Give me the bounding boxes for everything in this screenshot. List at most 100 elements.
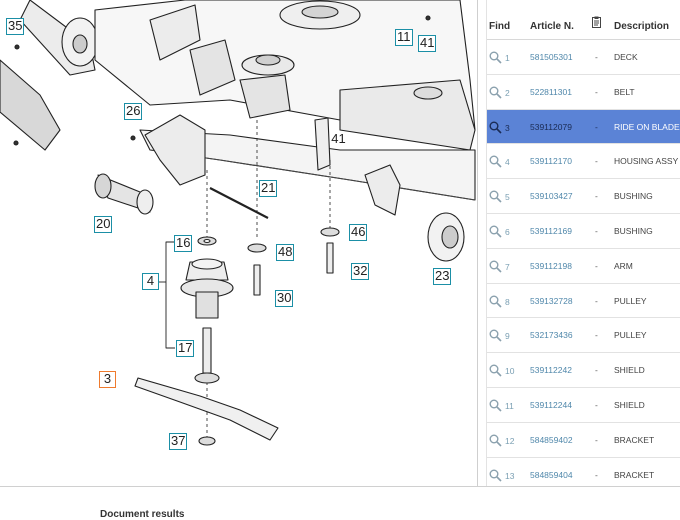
table-row-10[interactable]: 10 539112242 - SHIELD: [487, 353, 680, 388]
quantity: -: [595, 156, 598, 167]
article-number-link[interactable]: 539112244: [530, 399, 572, 410]
callout-48[interactable]: 48: [276, 244, 295, 261]
callout-11[interactable]: 11: [395, 29, 413, 46]
callout-17[interactable]: 17: [176, 340, 195, 357]
magnifier-icon[interactable]: [489, 51, 502, 64]
part-description: RIDE ON BLADE: [614, 121, 680, 132]
callout-30[interactable]: 30: [275, 290, 294, 307]
quantity: -: [595, 52, 598, 62]
magnifier-icon[interactable]: [489, 295, 502, 308]
document-results-heading: Document results: [100, 509, 185, 520]
quantity: -: [595, 225, 598, 236]
exploded-parts-diagram: 35 26 20 11 41 41 21 16 48 46 4 32 30 23…: [0, 0, 476, 450]
find-number: 6: [505, 226, 510, 237]
article-number-link[interactable]: 522811301: [530, 86, 572, 97]
magnifier-icon[interactable]: [489, 469, 502, 482]
quantity: -: [595, 121, 598, 132]
table-row-4[interactable]: 4 539112170 - HOUSING ASSY: [487, 144, 680, 180]
find-number: 11: [505, 400, 514, 411]
find-number: 9: [505, 331, 510, 342]
callout-20[interactable]: 20: [94, 216, 113, 233]
callout-41-top[interactable]: 41: [418, 35, 437, 52]
parts-list-table: Find Article N. Description 1 581505301 …: [487, 0, 680, 486]
pane-divider-inner: [486, 0, 487, 486]
section-divider: [0, 486, 680, 487]
article-number-link[interactable]: 532173436: [530, 330, 573, 341]
quantity: -: [595, 434, 598, 445]
callout-23[interactable]: 23: [433, 268, 452, 285]
part-description: ARM: [614, 260, 633, 271]
table-row-6[interactable]: 6 539112169 - BUSHING: [487, 214, 680, 249]
article-number-link[interactable]: 539112169: [530, 225, 572, 236]
magnifier-icon[interactable]: [489, 86, 502, 99]
table-row-12[interactable]: 12 584859402 - BRACKET: [487, 423, 680, 458]
article-number-link[interactable]: 539132728: [530, 295, 573, 306]
table-row-8[interactable]: 8 539132728 - PULLEY: [487, 284, 680, 319]
table-row-7[interactable]: 7 539112198 - ARM: [487, 249, 680, 284]
quantity: -: [595, 191, 598, 202]
callout-46[interactable]: 46: [349, 224, 368, 241]
part-description: PULLEY: [614, 330, 647, 341]
magnifier-icon[interactable]: [489, 155, 502, 168]
article-number-link[interactable]: 584859404: [530, 469, 573, 480]
magnifier-icon[interactable]: [489, 364, 502, 377]
table-header: Find Article N. Description: [487, 0, 680, 40]
quantity: -: [595, 469, 598, 480]
article-number-link[interactable]: 539103427: [530, 191, 573, 202]
table-row-5[interactable]: 5 539103427 - BUSHING: [487, 179, 680, 214]
find-number: 12: [505, 435, 515, 446]
quantity: -: [595, 86, 598, 97]
column-header-article[interactable]: Article N.: [530, 21, 574, 32]
article-number-link[interactable]: 539112242: [530, 365, 572, 376]
magnifier-icon[interactable]: [489, 434, 502, 447]
mower-deck-drawing: [0, 0, 476, 446]
quantity: -: [595, 295, 598, 306]
table-row-3[interactable]: 3 539112079 - RIDE ON BLADE: [487, 109, 680, 145]
table-body: 1 581505301 - DECK 2 522811301 - BELT 3 …: [487, 40, 680, 486]
magnifier-icon[interactable]: [489, 329, 502, 342]
part-description: BRACKET: [614, 469, 655, 480]
article-number-link[interactable]: 581505301: [530, 52, 573, 62]
find-number: 1: [505, 53, 510, 63]
magnifier-icon[interactable]: [489, 260, 502, 273]
part-description: PULLEY: [614, 295, 647, 306]
magnifier-icon[interactable]: [489, 121, 502, 134]
quantity: -: [595, 330, 598, 341]
column-header-find[interactable]: Find: [489, 21, 511, 32]
callout-3[interactable]: 3: [99, 371, 116, 388]
table-row-11[interactable]: 11 539112244 - SHIELD: [487, 388, 680, 423]
callout-41-bracket[interactable]: 41: [331, 131, 346, 146]
find-number: 5: [505, 192, 510, 203]
table-row-13[interactable]: 13 584859404 - BRACKET: [487, 458, 680, 486]
find-number: 13: [505, 470, 515, 481]
table-row-9[interactable]: 9 532173436 - PULLEY: [487, 318, 680, 354]
callout-35[interactable]: 35: [6, 18, 25, 35]
article-number-link[interactable]: 539112079: [530, 121, 572, 132]
table-row-2[interactable]: 2 522811301 - BELT: [487, 75, 680, 110]
part-description: BRACKET: [614, 434, 655, 445]
magnifier-icon[interactable]: [489, 190, 502, 203]
magnifier-icon[interactable]: [489, 225, 502, 238]
callout-37[interactable]: 37: [169, 433, 188, 450]
callout-21[interactable]: 21: [259, 180, 278, 197]
find-number: 10: [505, 366, 515, 377]
pane-divider[interactable]: [477, 0, 478, 486]
column-header-description[interactable]: Description: [614, 21, 670, 32]
callout-16[interactable]: 16: [174, 235, 193, 252]
quantity: -: [595, 260, 598, 271]
quantity: -: [595, 365, 598, 376]
part-description: BUSHING: [614, 191, 653, 202]
part-description: SHIELD: [614, 399, 645, 410]
part-description: DECK: [614, 52, 638, 62]
magnifier-icon[interactable]: [489, 399, 502, 412]
find-number: 4: [505, 157, 510, 168]
table-row-1[interactable]: 1 581505301 - DECK: [487, 40, 680, 75]
quantity: -: [595, 399, 598, 410]
callout-32[interactable]: 32: [351, 263, 370, 280]
find-number: 7: [505, 261, 510, 272]
article-number-link[interactable]: 584859402: [530, 434, 573, 445]
callout-26[interactable]: 26: [124, 103, 143, 120]
article-number-link[interactable]: 539112170: [530, 156, 572, 167]
callout-4[interactable]: 4: [142, 273, 159, 290]
article-number-link[interactable]: 539112198: [530, 260, 572, 271]
